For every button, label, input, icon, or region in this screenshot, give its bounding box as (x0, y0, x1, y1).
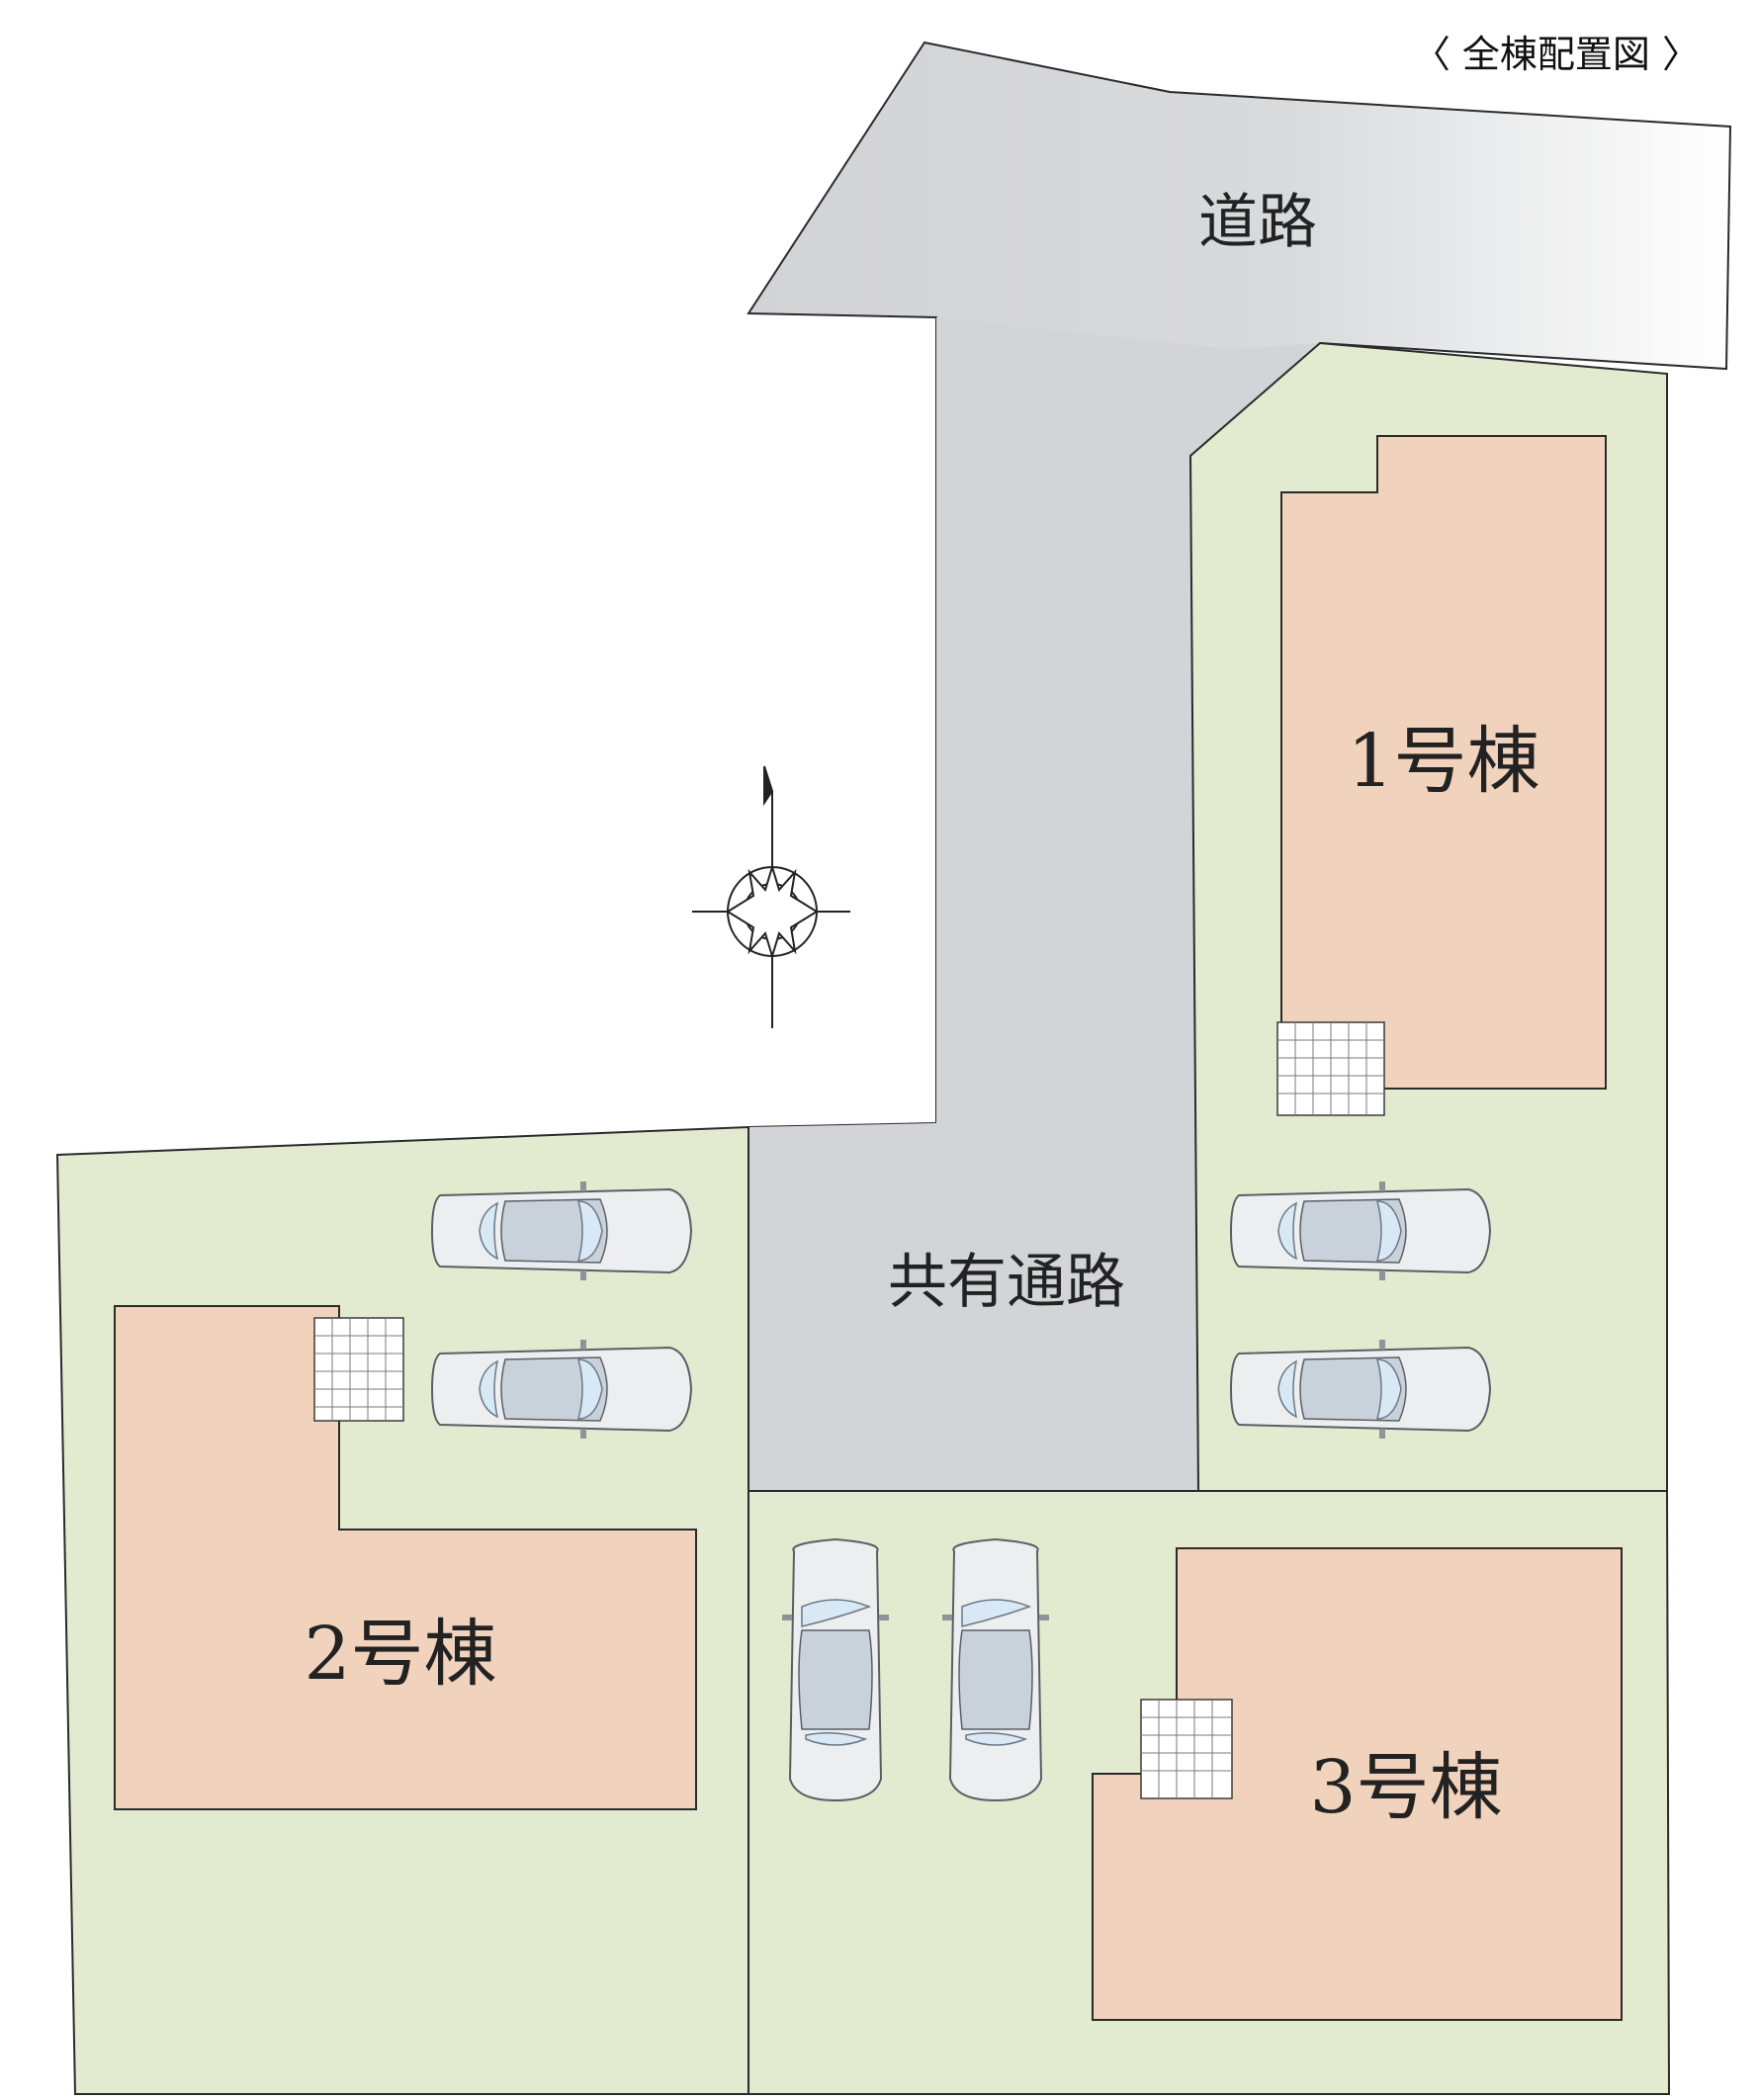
house-3-label: 3号棟 (1309, 1745, 1502, 1830)
north-compass-icon (692, 765, 850, 1028)
house-2 (114, 1305, 697, 1810)
deck-house-2 (313, 1317, 404, 1422)
deck-house-3 (1140, 1699, 1233, 1799)
house-2-label: 2号棟 (304, 1612, 496, 1697)
road-label: 道路 (1198, 188, 1317, 257)
car-icon (431, 1339, 692, 1440)
shared-road-fill (748, 317, 1320, 1491)
shared-road-label: 共有通路 (888, 1248, 1125, 1317)
house-1-label: 1号棟 (1347, 719, 1539, 804)
car-icon (1230, 1181, 1491, 1281)
plan-title: 〈 全棟配置図 〉 (1413, 33, 1700, 76)
car-icon (781, 1538, 890, 1801)
deck-house-1 (1276, 1021, 1385, 1116)
car-icon (1230, 1339, 1491, 1440)
car-icon (941, 1538, 1050, 1801)
car-icon (431, 1181, 692, 1281)
